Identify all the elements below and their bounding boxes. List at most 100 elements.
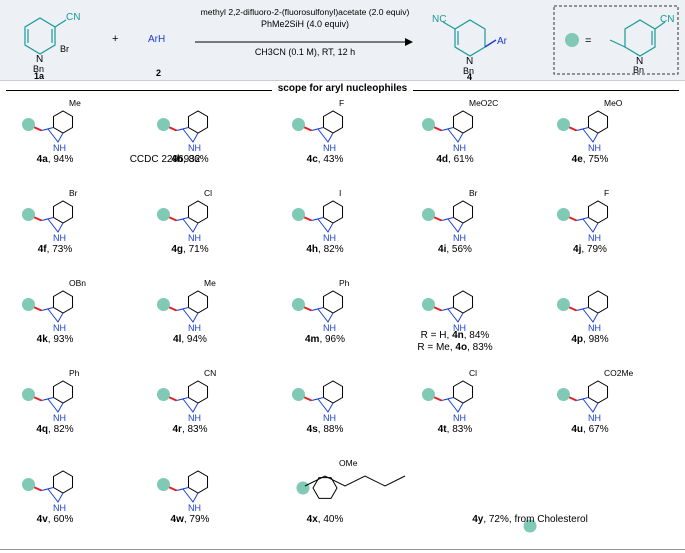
label-4y: 4y, 72%, from Cholesterol xyxy=(440,514,620,525)
indole-nh-label: NH xyxy=(453,233,466,243)
indole-benzene-ring xyxy=(52,200,74,224)
substituent-4f: Br xyxy=(69,188,78,198)
substituent-4t: Cl xyxy=(469,368,477,378)
label-4b: 4b, 86% xyxy=(135,154,245,165)
key-cn: CN xyxy=(660,14,674,25)
indole-pyrrole-ring xyxy=(41,487,64,503)
label-4g-id: 4g xyxy=(171,244,184,255)
label-4r-id: 4r xyxy=(172,424,182,435)
label-4a: 4a, 94% xyxy=(0,154,110,165)
compound-4h: NHI xyxy=(291,188,344,243)
label-4u-yield: , 67% xyxy=(583,424,609,435)
substituent-4e: MeO xyxy=(604,98,623,108)
label-4f-id: 4f xyxy=(37,244,47,255)
label-4o-yield: , 83% xyxy=(467,342,493,353)
label-4o: R = Me, 4o, 83% xyxy=(400,342,510,353)
label-4l-yield: , 94% xyxy=(181,334,207,345)
label-4l-id: 4l xyxy=(173,334,182,345)
substituent-4m: Ph xyxy=(339,278,350,288)
product-n: N xyxy=(466,56,473,67)
indole-benzene-ring xyxy=(322,110,344,134)
label-4g: 4g, 71% xyxy=(135,244,245,255)
key-n: N xyxy=(636,56,643,67)
substituent-4i: Br xyxy=(469,188,478,198)
label-4p-id: 4p xyxy=(571,334,584,345)
label-4q-id: 4q xyxy=(36,424,49,435)
indole-pyrrole-ring xyxy=(41,127,64,143)
indole-pyrrole-ring xyxy=(41,217,64,233)
ccdc-label: CCDC 2296932 xyxy=(129,154,201,165)
pyridinium-ring xyxy=(24,17,67,55)
label-4j: 4j, 79% xyxy=(535,244,645,255)
indole-benzene-ring xyxy=(322,200,344,224)
label-4f-yield: , 73% xyxy=(46,244,73,255)
label-4e: 4e, 75% xyxy=(535,154,645,165)
key-equals: = xyxy=(585,35,591,47)
indole-nh-label: NH xyxy=(588,233,601,243)
compound-4x: OMe xyxy=(296,458,358,499)
indole-nh-label: NH xyxy=(588,323,601,333)
tetrahydropyridine-circle xyxy=(21,298,35,311)
label-4y-id: 4y xyxy=(472,514,484,525)
label-4q: 4q, 82% xyxy=(0,424,110,435)
indole-nh-label: NH xyxy=(188,503,201,513)
sm1-bn: Bn xyxy=(33,64,44,74)
indole-benzene-ring xyxy=(452,200,474,224)
label-4p: 4p, 98% xyxy=(535,334,645,345)
product-bn: Bn xyxy=(463,66,474,76)
indole-pyrrole-ring xyxy=(176,397,199,413)
tetrahydropyridine-circle xyxy=(21,208,35,221)
tetrahydropyridine-circle xyxy=(291,208,305,221)
indole-nh-label: NH xyxy=(453,413,466,423)
indole-nh-label: NH xyxy=(53,503,66,513)
indole-nh-label: NH xyxy=(188,233,201,243)
reagent-line-2: PhMe2SiH (4.0 equiv) xyxy=(260,19,350,29)
label-4y-source: , from Cholesterol xyxy=(508,514,588,525)
tetrahydropyridine-circle xyxy=(523,519,537,533)
indole-benzene-ring xyxy=(587,290,609,314)
indole-pyrrole-ring xyxy=(176,487,199,503)
label-4l: 4l, 94% xyxy=(135,334,245,345)
label-4d: 4d, 61% xyxy=(400,154,510,165)
label-4a-id: 4a xyxy=(36,154,48,165)
sm1-br: Br xyxy=(60,44,69,54)
label-4i: 4i, 56% xyxy=(400,244,510,255)
indole-nh-label: NH xyxy=(53,323,66,333)
product-nc: NC xyxy=(432,14,446,25)
compound-4i: NH Br xyxy=(421,188,478,243)
product-ar: Ar xyxy=(497,36,508,47)
indole-pyrrole-ring xyxy=(311,127,334,143)
label-4g-yield: , 71% xyxy=(183,244,209,255)
indole-pyrrole-ring xyxy=(441,397,464,413)
label-4h: 4h, 82% xyxy=(270,244,380,255)
tetrahydropyridine-circle xyxy=(291,388,305,401)
key-bn: Bn xyxy=(633,65,644,75)
label-4n-r: R = H, xyxy=(420,330,450,341)
label-4w-id: 4w xyxy=(170,514,184,525)
reaction-arrowhead xyxy=(405,38,413,46)
compound-4n: NH xyxy=(421,290,474,333)
indole-pyrrole-ring xyxy=(311,397,334,413)
tetrahydropyridine-circle xyxy=(556,388,570,401)
indole-nh-label: NH xyxy=(323,413,336,423)
indole-benzene-ring xyxy=(322,290,344,314)
indole-pyrrole-ring xyxy=(441,307,464,323)
label-4m-yield: , 96% xyxy=(319,334,346,345)
key-ring xyxy=(609,19,666,57)
label-4r-yield: , 83% xyxy=(181,424,208,435)
label-4w-yield: , 79% xyxy=(183,514,210,525)
product-ring xyxy=(442,19,486,57)
label-4m: 4m, 96% xyxy=(270,334,380,345)
product-ar-bond xyxy=(484,39,497,48)
tetrahydropyridine-circle xyxy=(156,478,170,491)
substituent-4r: CN xyxy=(204,368,216,378)
label-4d-yield: , 61% xyxy=(448,154,474,165)
label-4n: R = H, 4n, 84% xyxy=(400,330,510,341)
label-4n-yield: , 84% xyxy=(463,330,490,341)
label-4u-id: 4u xyxy=(571,424,584,435)
indole-benzene-ring xyxy=(52,470,74,494)
label-4x-id: 4x xyxy=(306,514,318,525)
indole-pyrrole-ring xyxy=(176,217,199,233)
